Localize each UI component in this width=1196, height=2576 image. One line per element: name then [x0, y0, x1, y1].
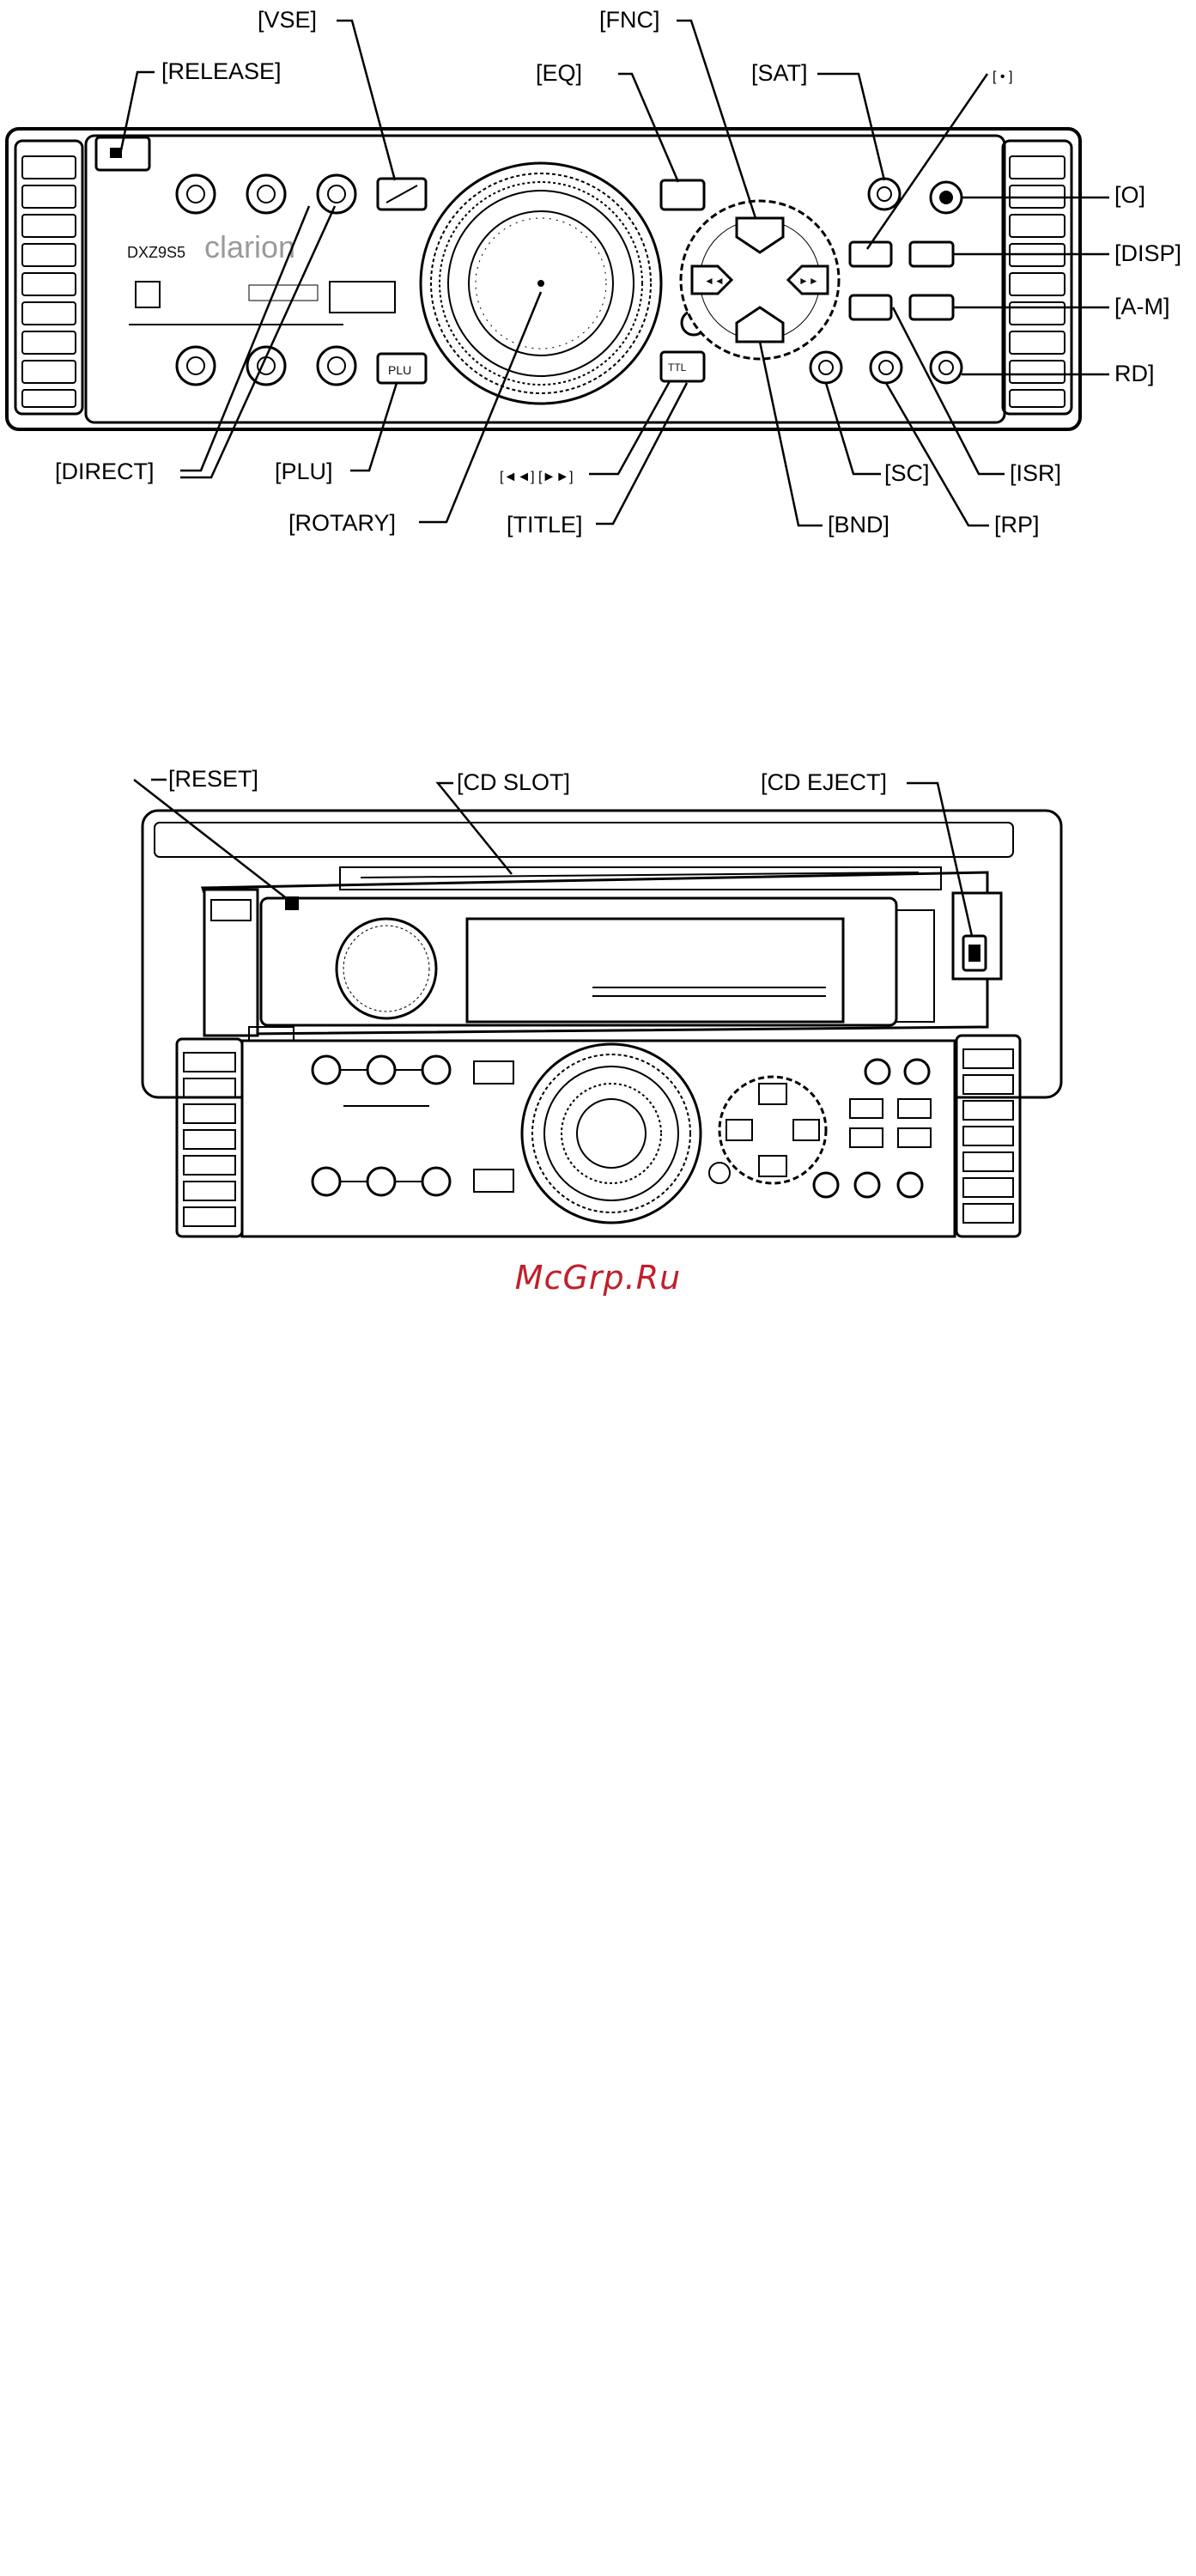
model-number: DXZ9S5 [127, 244, 185, 261]
preset-button-4[interactable] [177, 347, 215, 385]
open-panel-diagram: [RESET] [CD SLOT] [CD EJECT] [134, 766, 1061, 1236]
rd-button[interactable] [931, 352, 962, 383]
am-button[interactable] [910, 295, 953, 319]
preset-button-3[interactable] [318, 175, 355, 213]
label-cd-eject: [CD EJECT] [761, 769, 887, 795]
brand-logo: clarion [204, 229, 295, 264]
label-o: [O] [1114, 182, 1145, 208]
folded-rotary-knob [522, 1044, 701, 1223]
direction-pad: ◄◄ ►► [681, 201, 839, 359]
isr-button[interactable] [850, 295, 891, 319]
svg-text:TTL: TTL [668, 361, 687, 374]
inner-dial [337, 919, 436, 1018]
preset-buttons-top [177, 175, 355, 213]
label-vse: [VSE] [258, 7, 317, 33]
label-small-top: [ • ] [993, 70, 1012, 84]
preset-button-2[interactable] [247, 175, 285, 213]
svg-text:◄◄: ◄◄ [704, 275, 725, 287]
disp-button[interactable] [910, 242, 953, 266]
label-title: [TITLE] [507, 512, 583, 538]
rp-button[interactable] [871, 352, 902, 383]
label-rp: [RP] [994, 512, 1040, 538]
label-cd-slot: [CD SLOT] [457, 769, 570, 795]
label-release: [RELEASE] [161, 58, 282, 84]
rotary-knob[interactable] [421, 163, 661, 404]
label-disp: [DISP] [1114, 240, 1181, 266]
preset-button-1[interactable] [177, 175, 215, 213]
front-panel-diagram: DXZ9S5 clarion PLU TTL [7, 7, 1181, 538]
sat-button[interactable] [869, 179, 900, 210]
label-direct: [DIRECT] [55, 459, 155, 484]
label-fnc: [FNC] [599, 7, 660, 33]
svg-text:PLU: PLU [388, 363, 411, 377]
label-rd: RD] [1114, 361, 1155, 386]
label-plu: [PLU] [275, 459, 333, 484]
label-rotary: [ROTARY] [288, 510, 396, 536]
preset-buttons-bottom [177, 347, 355, 385]
eq-button[interactable] [661, 180, 704, 210]
sc-button[interactable] [810, 352, 841, 383]
watermark: McGrp.Ru [0, 1259, 1196, 1297]
label-sat: [SAT] [751, 60, 808, 86]
left-bracket [204, 890, 258, 1036]
label-am: [A-M] [1114, 294, 1170, 319]
label-sc: [SC] [884, 460, 930, 486]
label-isr: [ISR] [1010, 460, 1061, 486]
svg-text:►►: ►► [798, 275, 819, 287]
label-reset: [RESET] [168, 766, 258, 792]
preset-button-5[interactable] [247, 347, 285, 385]
label-eq: [EQ] [536, 60, 582, 86]
label-seek-buttons: [◄◄] [►►] [500, 470, 574, 484]
preset-button-6[interactable] [318, 347, 355, 385]
label-bnd: [BND] [828, 512, 889, 538]
